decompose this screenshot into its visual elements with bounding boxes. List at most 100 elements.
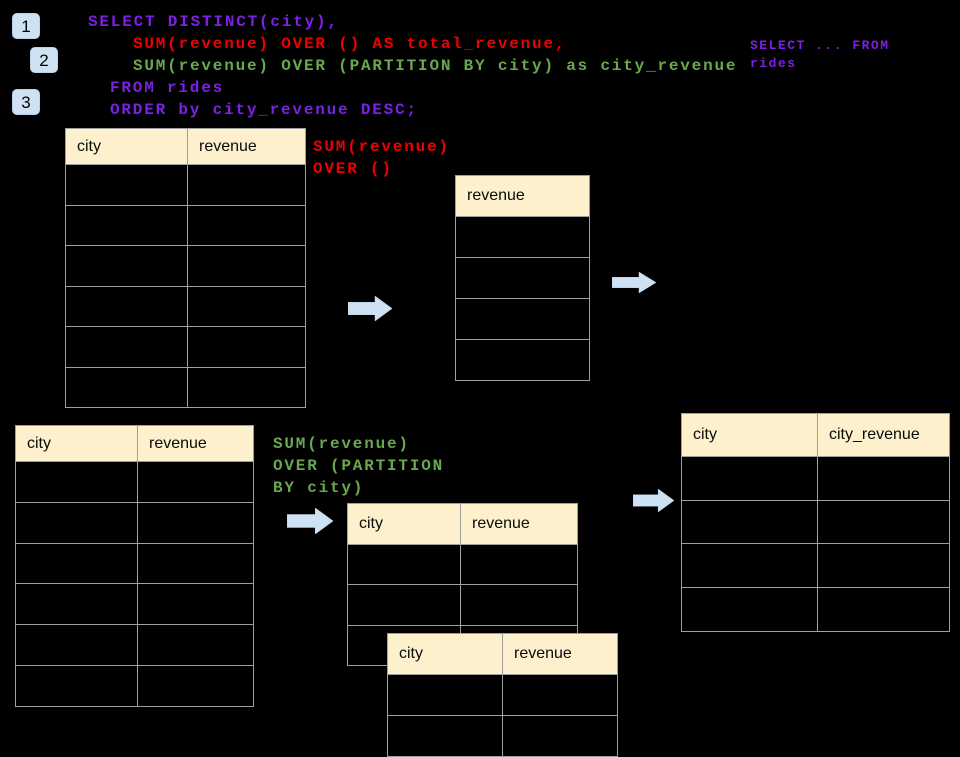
table-row <box>65 164 306 206</box>
table-row <box>347 543 578 586</box>
table-row <box>65 326 306 368</box>
code-label-line: OVER () <box>313 160 393 178</box>
table-row <box>455 257 590 299</box>
table-row <box>15 583 254 626</box>
table-row <box>387 715 618 757</box>
flow-arrow-icon <box>287 508 333 534</box>
empty-cell <box>347 584 461 626</box>
empty-cell <box>187 366 306 408</box>
empty-cell <box>15 624 138 666</box>
code-label-line: SUM(revenue) <box>313 138 450 156</box>
empty-cell <box>817 499 950 545</box>
step-badge-3: 3 <box>12 89 40 115</box>
code-label-line: OVER (PARTITION <box>273 457 445 475</box>
empty-cell <box>455 298 590 340</box>
code-label-line: rides <box>750 56 797 71</box>
empty-cell <box>15 664 138 707</box>
table-row <box>15 542 254 585</box>
column-header: revenue <box>187 128 306 165</box>
empty-cell <box>502 674 618 716</box>
empty-cell <box>681 499 818 545</box>
flow-arrow-icon <box>612 272 656 293</box>
table-row <box>15 501 254 544</box>
sql-code-line: ORDER by city_revenue DESC; <box>110 101 418 119</box>
column-header: revenue <box>460 503 578 545</box>
column-header: city_revenue <box>817 413 950 457</box>
column-header: city <box>65 128 188 165</box>
empty-cell <box>65 204 188 246</box>
column-header: revenue <box>502 633 618 675</box>
empty-cell <box>137 624 254 666</box>
total-revenue-table: revenue <box>455 175 590 381</box>
empty-cell <box>187 285 306 327</box>
sql-code-block: SELECT DISTINCT(city), SUM(revenue) OVER … <box>88 11 737 121</box>
step-badge-2: 2 <box>30 47 58 73</box>
sql-code-line: FROM rides <box>110 79 225 97</box>
empty-cell <box>455 339 590 381</box>
empty-cell <box>681 543 818 589</box>
table-row <box>65 366 306 408</box>
empty-cell <box>15 461 138 503</box>
table-row <box>387 674 618 716</box>
table-row <box>65 204 306 246</box>
empty-cell <box>681 456 818 501</box>
empty-cell <box>15 501 138 544</box>
table-row <box>15 624 254 666</box>
table-row <box>455 298 590 340</box>
empty-cell <box>681 587 818 632</box>
side-note-code: SELECT ... FROM rides <box>750 37 890 73</box>
table-row <box>681 587 950 632</box>
empty-cell <box>65 366 188 408</box>
empty-cell <box>15 542 138 585</box>
empty-cell <box>460 543 578 586</box>
empty-cell <box>187 245 306 287</box>
empty-cell <box>187 204 306 246</box>
empty-cell <box>187 326 306 368</box>
sql-code-line: SELECT DISTINCT(city), <box>88 13 339 31</box>
empty-cell <box>137 501 254 544</box>
empty-cell <box>137 583 254 626</box>
empty-cell <box>187 164 306 206</box>
column-header: revenue <box>455 175 590 217</box>
empty-cell <box>137 461 254 503</box>
empty-cell <box>817 543 950 589</box>
empty-cell <box>65 245 188 287</box>
flow-arrow-icon <box>348 296 392 321</box>
empty-cell <box>347 543 461 586</box>
empty-cell <box>502 715 618 757</box>
table-row <box>681 456 950 501</box>
table-row <box>65 285 306 327</box>
step-badge-1: 1 <box>12 13 40 39</box>
empty-cell <box>455 216 590 258</box>
sql-code-line: SUM(revenue) OVER (PARTITION BY city) as… <box>133 57 738 75</box>
empty-cell <box>137 664 254 707</box>
empty-cell <box>15 583 138 626</box>
empty-cell <box>817 587 950 632</box>
table-row <box>15 461 254 503</box>
column-header: city <box>347 503 461 545</box>
code-label-line: SELECT ... FROM <box>750 38 890 53</box>
total-revenue-annotation: SUM(revenue) OVER () <box>313 136 450 180</box>
table-row <box>15 664 254 707</box>
flow-arrow-icon <box>633 489 674 512</box>
sql-code-line: SUM(revenue) OVER () AS total_revenue, <box>133 35 567 53</box>
code-label-line: BY city) <box>273 479 365 497</box>
empty-cell <box>65 326 188 368</box>
empty-cell <box>65 164 188 206</box>
table-row <box>455 216 590 258</box>
table-row <box>347 584 578 626</box>
table-row <box>65 245 306 287</box>
empty-cell <box>455 257 590 299</box>
column-header: city <box>681 413 818 457</box>
empty-cell <box>460 584 578 626</box>
empty-cell <box>137 542 254 585</box>
column-header: revenue <box>137 425 254 462</box>
empty-cell <box>817 456 950 501</box>
table-row <box>455 339 590 381</box>
table-row <box>681 543 950 589</box>
